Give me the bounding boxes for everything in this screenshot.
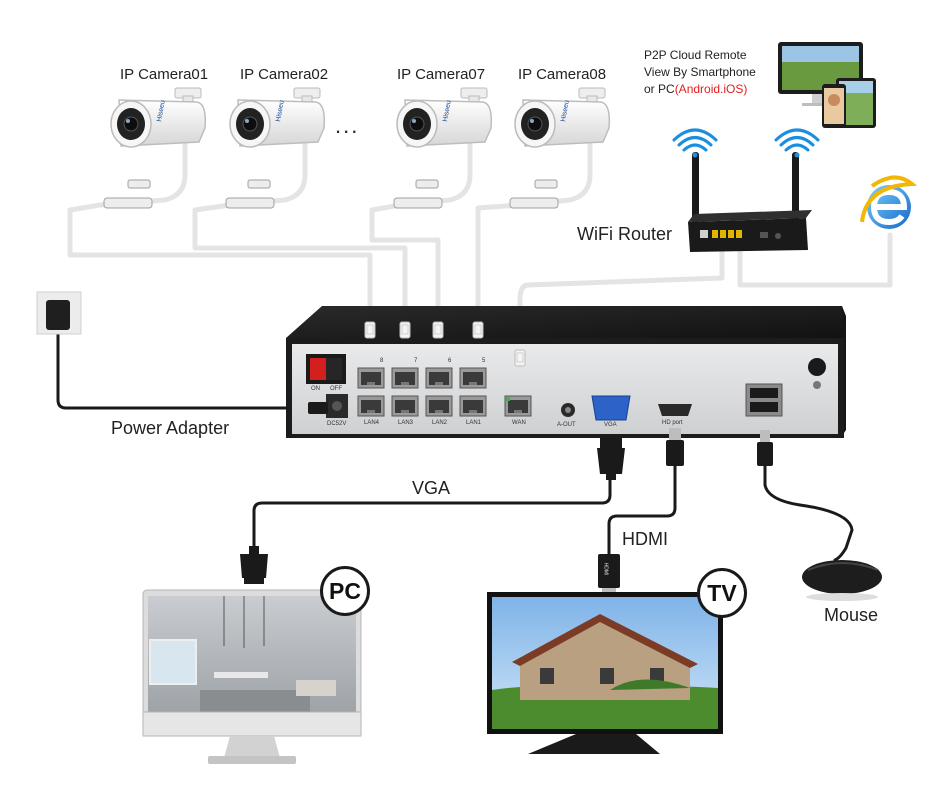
port-number: 8 — [380, 358, 384, 364]
power-cable — [56, 328, 332, 410]
ip-camera-01: Hiseeu — [110, 87, 207, 148]
camera-brand: Hiseeu — [442, 100, 453, 123]
camera-brand: Hiseeu — [560, 100, 571, 123]
ip-camera-08: Hiseeu — [514, 87, 611, 148]
camera-label: IP Camera07 — [397, 66, 486, 83]
port-number: 7 — [414, 358, 418, 364]
camera-brand: Hiseeu — [156, 100, 167, 123]
mouse-icon — [802, 560, 882, 601]
internet-explorer-icon — [860, 175, 918, 229]
tv-badge: TV — [697, 568, 747, 618]
hdmi-plug-icon — [666, 428, 684, 466]
camera-cables — [67, 142, 893, 355]
wan-label: WAN — [512, 420, 526, 426]
p2p-line: or PC(Android.iOS) — [644, 81, 756, 98]
switch-on-label: ON — [311, 386, 320, 392]
vga-plug-icon — [597, 438, 625, 480]
usb-cable — [763, 463, 854, 562]
hdmi-plug-text: HDMI — [602, 562, 609, 576]
usb-plug-icon — [757, 430, 773, 466]
port-number: 6 — [448, 358, 452, 364]
vga-plug-icon — [240, 546, 268, 584]
lan-label: LAN4 — [364, 420, 380, 426]
monitor-icon — [142, 589, 362, 764]
router-label: WiFi Router — [577, 224, 673, 244]
aout-label: A-OUT — [557, 422, 576, 428]
dc-label: DC52V — [327, 421, 347, 427]
camera-lead-connectors — [103, 179, 559, 209]
hdmi-plug-icon — [598, 554, 620, 595]
lan-label: LAN1 — [466, 420, 482, 426]
mouse-label: Mouse — [824, 605, 879, 625]
p2p-description: P2P Cloud Remote View By Smartphone or P… — [644, 47, 756, 98]
power-adapter-label: Power Adapter — [111, 418, 230, 438]
vga-port-label: VGA — [604, 422, 617, 428]
camera-label: IP Camera08 — [518, 66, 607, 83]
p2p-line-prefix: or PC — [644, 82, 675, 96]
tv-icon — [487, 592, 723, 754]
remote-devices-icon — [778, 42, 876, 128]
power-plug-icon — [308, 402, 328, 414]
ip-camera-02: Hiseeu — [229, 87, 326, 148]
camera-label: IP Camera01 — [120, 66, 209, 83]
wifi-icon — [774, 128, 820, 158]
switch-off-label: OFF — [330, 386, 342, 392]
nvr-device — [286, 306, 846, 438]
p2p-line: P2P Cloud Remote — [644, 48, 747, 62]
pc-badge: PC — [320, 566, 370, 616]
hd-port-label: HD port — [662, 420, 683, 426]
port-number: 5 — [482, 358, 486, 364]
cameras-ellipsis: ... — [335, 113, 360, 138]
router-icon — [688, 152, 812, 252]
lan-label: LAN3 — [398, 420, 414, 426]
hdmi-connection-label: HDMI — [622, 529, 668, 549]
p2p-platforms: (Android.iOS) — [674, 82, 748, 96]
camera-label: IP Camera02 — [240, 66, 329, 83]
vga-cable — [252, 468, 612, 550]
vga-connection-label: VGA — [412, 478, 451, 498]
hdmi-cable — [607, 463, 677, 558]
wall-outlet-icon — [36, 291, 82, 335]
lan-label: LAN2 — [432, 420, 448, 426]
camera-brand: Hiseeu — [275, 100, 286, 123]
p2p-line: View By Smartphone — [644, 65, 756, 79]
ip-camera-07: Hiseeu — [396, 87, 493, 148]
wifi-icon — [672, 128, 718, 158]
